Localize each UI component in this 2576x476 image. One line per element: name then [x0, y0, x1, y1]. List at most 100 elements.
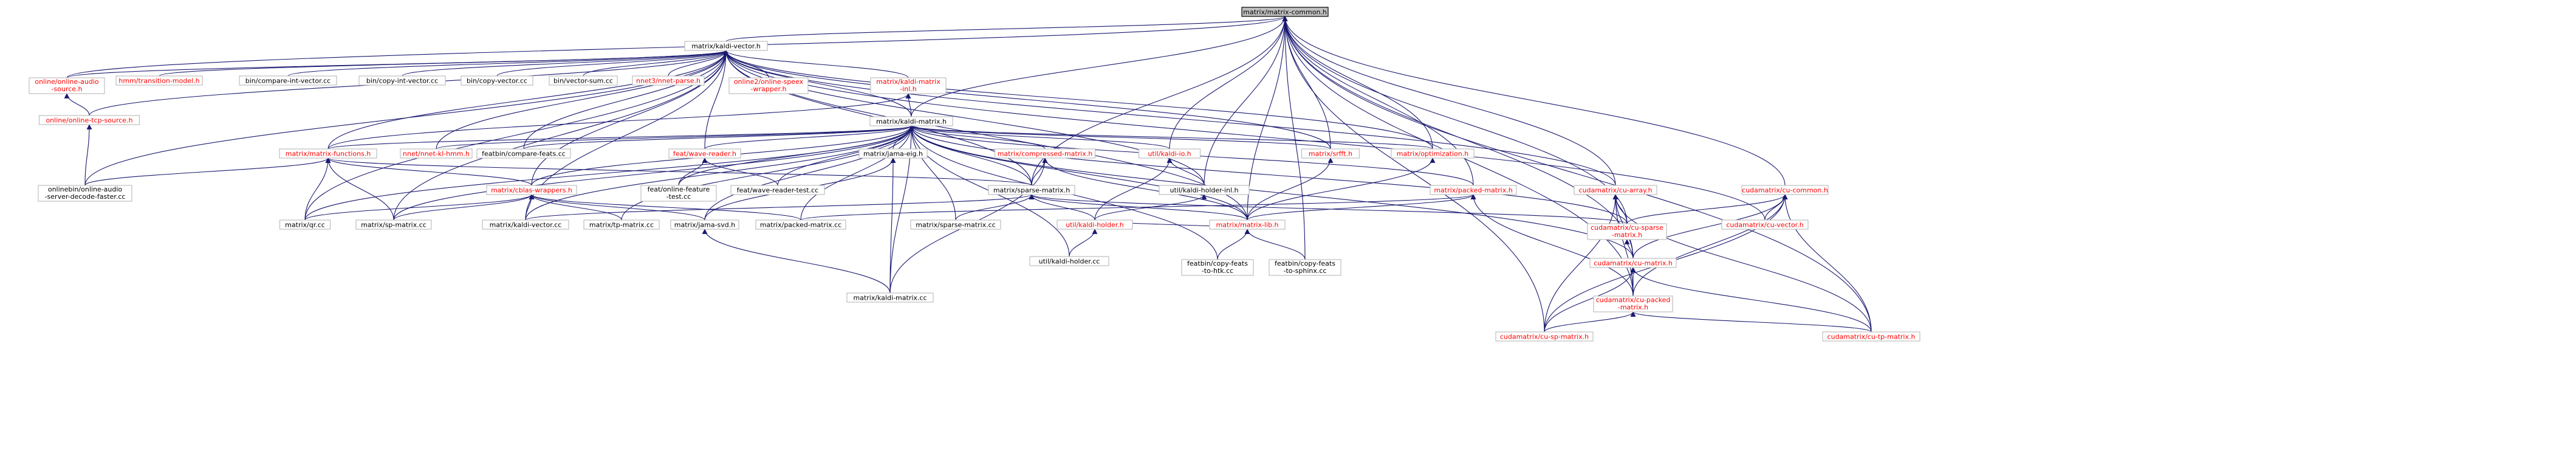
edge-cutp-to-root — [1282, 16, 1872, 333]
node-jsvd[interactable]: matrix/jama-svd.h — [670, 219, 739, 230]
node-label: matrix/sparse-matrix.h — [993, 187, 1070, 195]
node-box — [1138, 148, 1201, 159]
node-box — [29, 77, 105, 94]
edge-spm-to-km — [393, 125, 914, 221]
node-oad[interactable]: onlinebin/online-audio-server-decode-fas… — [38, 185, 132, 202]
node-label: featbin/compare-feats.cc — [482, 150, 566, 158]
node-cusp[interactable]: cudamatrix/cu-sparse-matrix.h — [1587, 223, 1667, 240]
node-pm[interactable]: matrix/packed-matrix.h — [1430, 185, 1517, 195]
node-label: -source.h — [52, 85, 83, 93]
edge-cuspm-to-cuarr — [1544, 194, 1619, 333]
edge-cuarr-to-root — [1282, 16, 1616, 186]
node-box — [486, 185, 577, 195]
edge-km-to-kmi — [905, 93, 912, 117]
node-tpm[interactable]: matrix/tp-matrix.cc — [583, 219, 660, 230]
edge-cusp-to-km — [908, 125, 1628, 224]
node-box — [38, 185, 132, 202]
node-mf[interactable]: matrix/matrix-functions.h — [279, 148, 377, 159]
node-fcf[interactable]: featbin/compare-feats.cc — [476, 148, 571, 159]
node-fhtk[interactable]: featbin/copy-feats-to-htk.cc — [1181, 259, 1254, 276]
node-mlib[interactable]: matrix/matrix-lib.h — [1209, 219, 1286, 230]
edge-otcp-to-oas — [64, 93, 90, 116]
node-cuarr[interactable]: cudamatrix/cu-array.h — [1574, 185, 1657, 195]
node-kvcc[interactable]: matrix/kaldi-vector.cc — [482, 219, 569, 230]
edge-fhtk-to-mlib — [1217, 229, 1250, 260]
edge-cutp-to-cumat — [1630, 267, 1872, 333]
node-cuvec[interactable]: cudamatrix/cu-vector.h — [1721, 219, 1809, 230]
node-otcp[interactable]: online/online-tcp-source.h — [38, 115, 140, 125]
node-srfft[interactable]: matrix/srfft.h — [1301, 148, 1360, 159]
edge-nkl-to-kv — [436, 50, 729, 150]
node-cucom[interactable]: cudamatrix/cu-common.h — [1741, 185, 1829, 195]
node-khi[interactable]: util/kaldi-holder-inl.h — [1159, 185, 1250, 195]
node-fof[interactable]: feat/online-feature-test.cc — [640, 185, 717, 202]
node-jeig[interactable]: matrix/jama-eig.h — [858, 148, 928, 159]
node-label: matrix/packed-matrix.h — [1434, 187, 1512, 195]
edge-cupk-to-cuarr — [1612, 194, 1634, 297]
node-cumat[interactable]: cudamatrix/cu-matrix.h — [1589, 258, 1677, 268]
node-cuspm[interactable]: cudamatrix/cu-sp-matrix.h — [1495, 331, 1594, 342]
edge-cucom-to-root — [1282, 16, 1786, 186]
node-label: hmm/transition-model.h — [118, 77, 199, 85]
node-smcc[interactable]: matrix/sparse-matrix.cc — [910, 219, 1001, 230]
node-bciv[interactable]: bin/compare-int-vector.cc — [239, 75, 337, 86]
node-kio[interactable]: util/kaldi-io.h — [1138, 148, 1201, 159]
node-label: online2/online-speex — [734, 78, 804, 86]
node-label: matrix/sparse-matrix.cc — [916, 221, 995, 229]
node-oas[interactable]: online/online-audio-source.h — [29, 77, 105, 94]
node-nkl[interactable]: nnet/nnet-kl-hmm.h — [400, 148, 473, 159]
node-box — [358, 75, 446, 86]
node-kv[interactable]: matrix/kaldi-vector.h — [684, 41, 768, 51]
edge-hmm-to-kv — [159, 50, 729, 77]
node-cm[interactable]: matrix/compressed-matrix.h — [994, 148, 1096, 159]
node-fwr[interactable]: feat/wave-reader.h — [668, 148, 741, 159]
node-kmcc[interactable]: matrix/kaldi-matrix.cc — [846, 292, 934, 303]
node-fsph[interactable]: featbin/copy-feats-to-sphinx.cc — [1269, 259, 1341, 276]
edge-fsph-to-mlib — [1244, 229, 1306, 260]
edge-kio-to-km — [908, 125, 1170, 150]
edge-cumat-to-cusp — [1624, 239, 1634, 259]
node-hmm[interactable]: hmm/transition-model.h — [115, 75, 203, 86]
node-cutp[interactable]: cudamatrix/cu-tp-matrix.h — [1822, 331, 1920, 342]
edge-qr-to-km — [304, 125, 914, 221]
node-label: -to-htk.cc — [1202, 267, 1233, 275]
node-label: cudamatrix/cu-sp-matrix.h — [1500, 333, 1589, 341]
edge-bcpiv-to-kv — [402, 50, 729, 77]
node-bcpiv[interactable]: bin/copy-int-vector.cc — [358, 75, 446, 86]
node-label: matrix/sp-matrix.cc — [361, 221, 426, 229]
node-label: featbin/copy-feats — [1275, 260, 1335, 267]
node-qr[interactable]: matrix/qr.cc — [279, 219, 331, 230]
node-fwrt[interactable]: feat/wave-reader-test.cc — [730, 185, 825, 195]
node-label: matrix/kaldi-vector.cc — [490, 221, 562, 229]
edge-cusp-to-cucom — [1626, 194, 1788, 224]
node-kh[interactable]: util/kaldi-holder.h — [1057, 219, 1133, 230]
edge-spm-to-kv — [393, 50, 729, 221]
node-spm[interactable]: matrix/sp-matrix.cc — [355, 219, 432, 230]
edge-fsph-to-root — [1282, 16, 1306, 260]
node-km[interactable]: matrix/kaldi-matrix.h — [869, 116, 953, 126]
node-kmi[interactable]: matrix/kaldi-matrix-inl.h — [870, 77, 947, 94]
node-opt[interactable]: matrix/optimization.h — [1391, 148, 1475, 159]
node-box — [1057, 219, 1133, 230]
edge-cuvec-to-cucom — [1764, 194, 1788, 221]
edge-mlib-to-opt — [1247, 157, 1436, 221]
node-box — [728, 77, 809, 94]
node-box — [640, 185, 717, 202]
node-cblas[interactable]: matrix/cblas-wrappers.h — [486, 185, 577, 195]
node-box — [994, 148, 1096, 159]
node-bvs[interactable]: bin/vector-sum.cc — [549, 75, 618, 86]
node-box — [1587, 223, 1667, 240]
node-label: matrix/matrix-functions.h — [286, 150, 371, 158]
node-label: util/kaldi-holder.h — [1066, 221, 1124, 229]
node-label: matrix/jama-eig.h — [863, 150, 923, 158]
edge-sm-to-mf — [326, 157, 1032, 186]
node-box — [239, 75, 337, 86]
node-cupk[interactable]: cudamatrix/cu-packed-matrix.h — [1593, 295, 1673, 312]
node-o2sw[interactable]: online2/online-speex-wrapper.h — [728, 77, 809, 94]
node-pmcc[interactable]: matrix/packed-matrix.cc — [755, 219, 846, 230]
node-nnet3[interactable]: nnet3/nnet-parse.h — [632, 75, 705, 86]
node-sm[interactable]: matrix/sparse-matrix.h — [988, 185, 1075, 195]
node-bcpv[interactable]: bin/copy-vector.cc — [461, 75, 533, 86]
node-root[interactable]: matrix/matrix-common.h — [1241, 7, 1329, 17]
node-khcc[interactable]: util/kaldi-holder.cc — [1029, 256, 1109, 266]
